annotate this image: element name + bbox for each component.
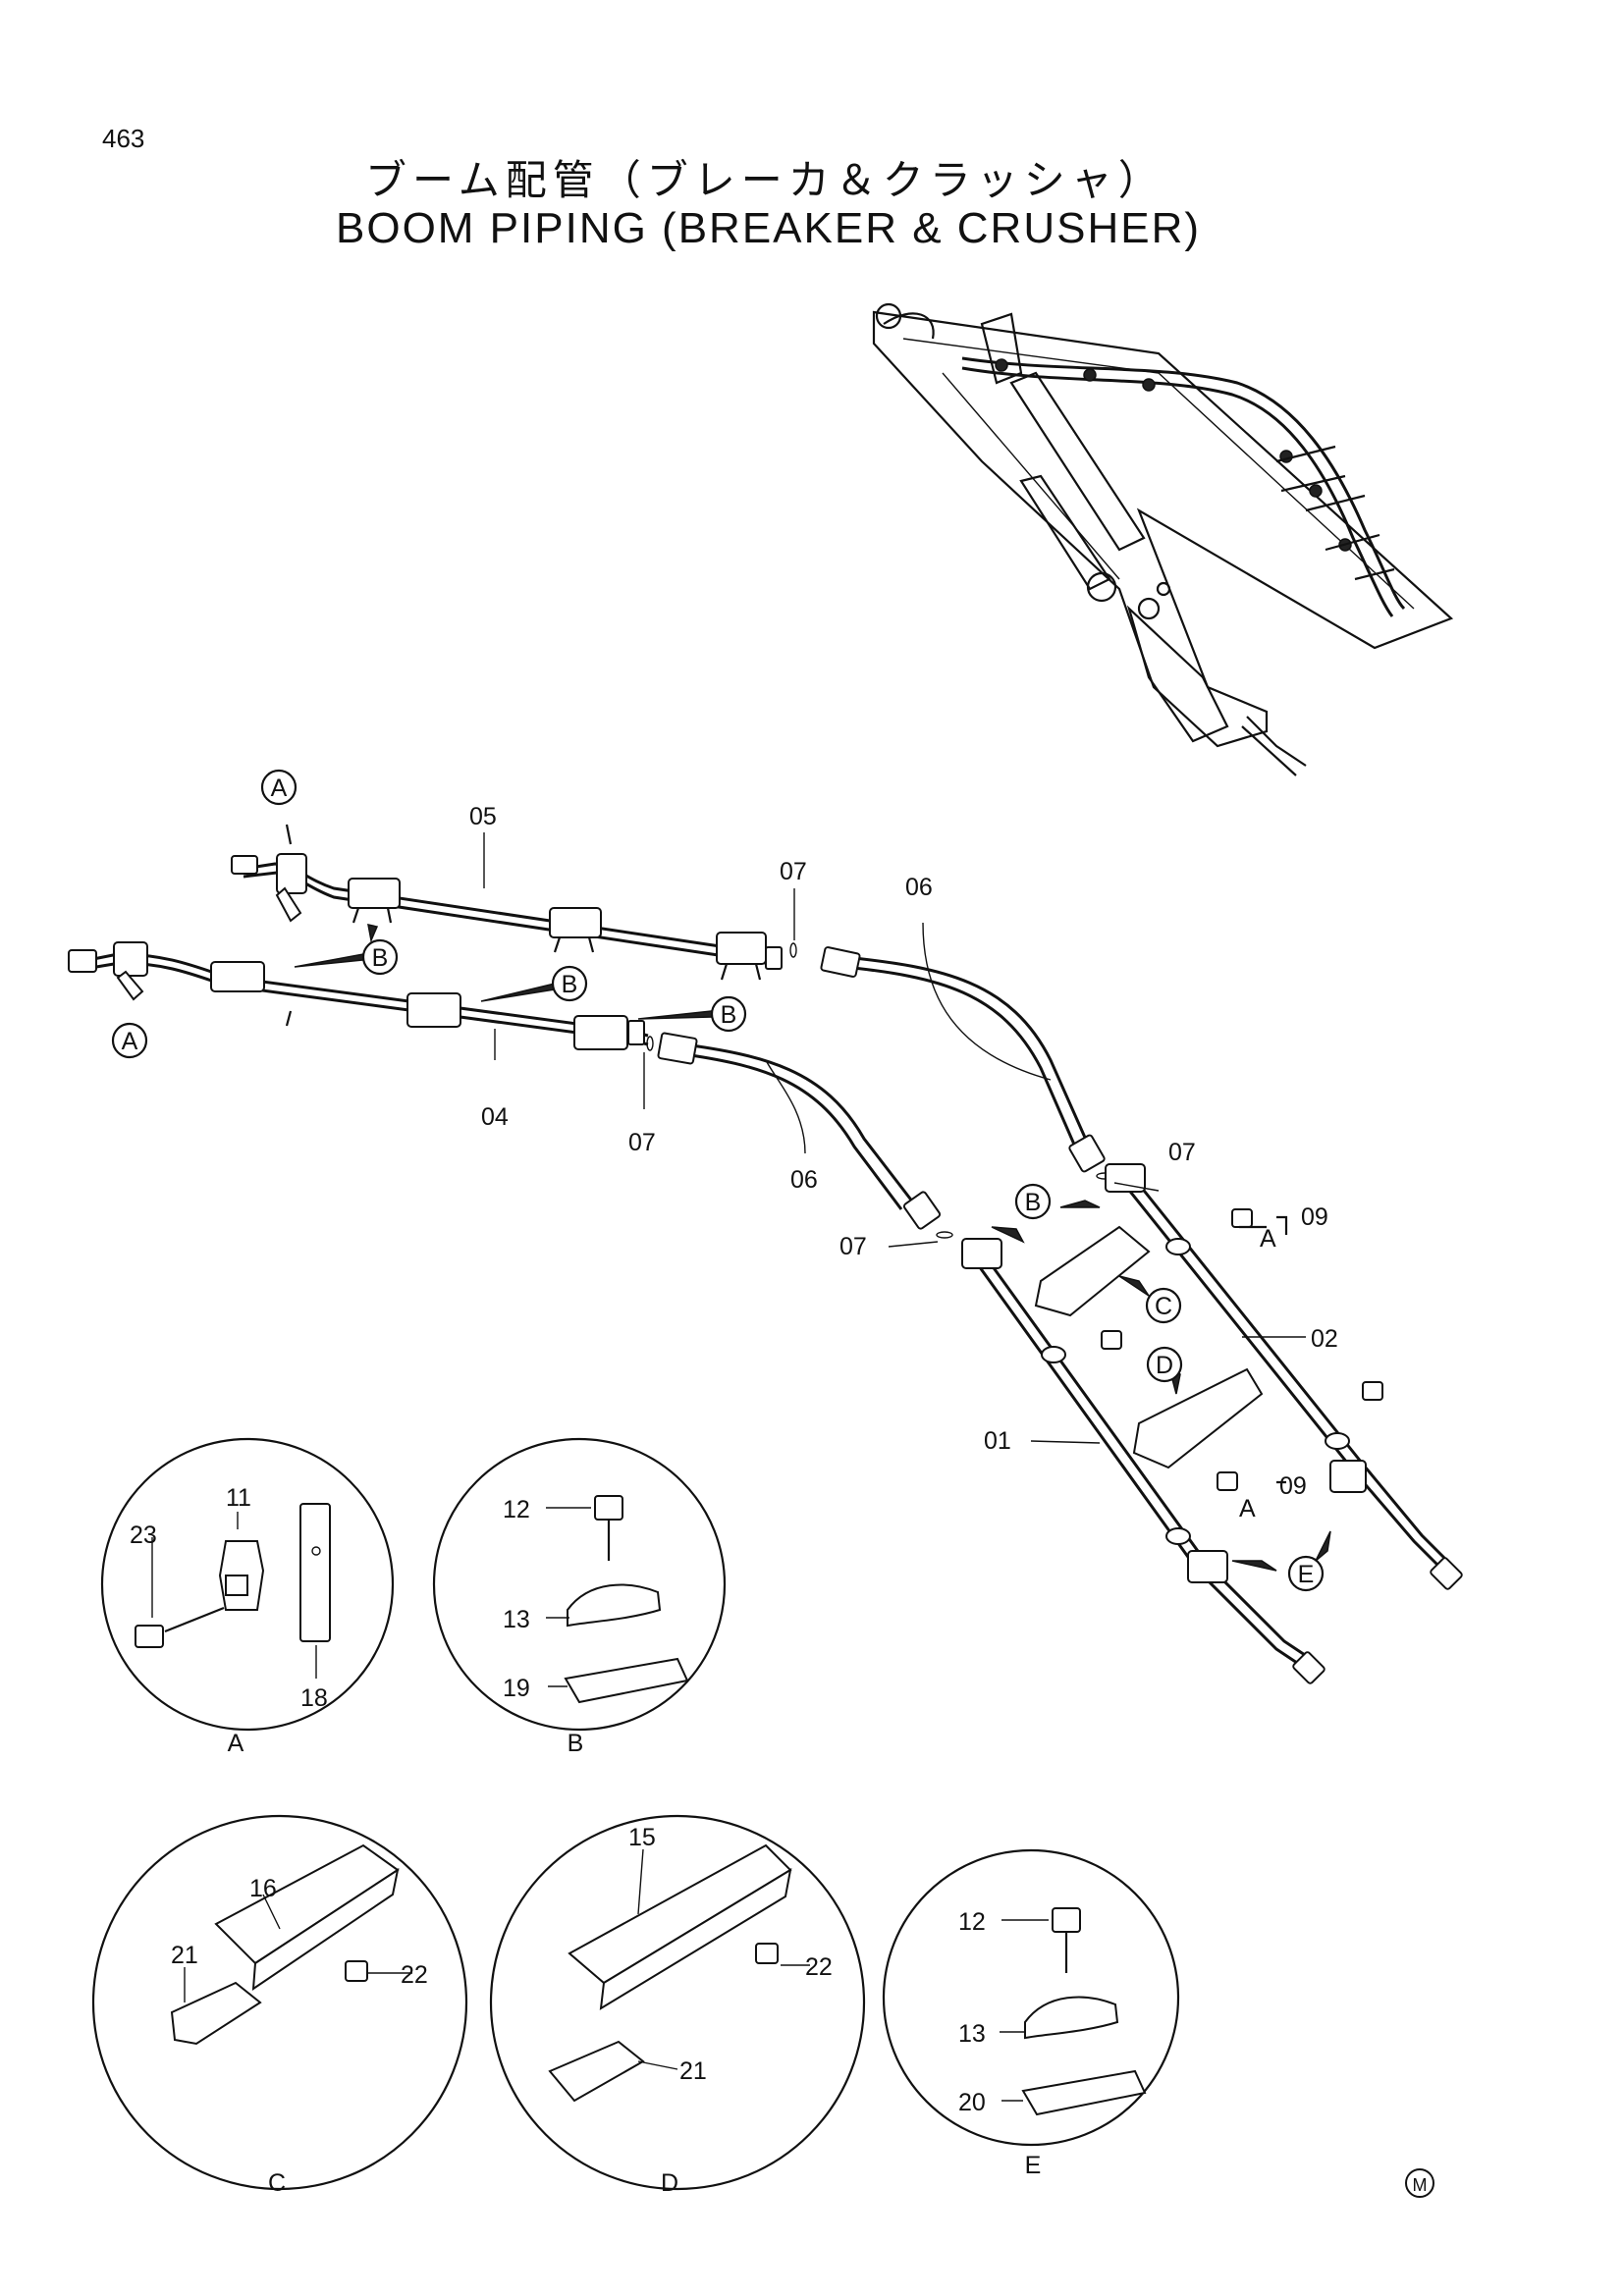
callout-a-lower: A <box>1239 1495 1256 1522</box>
svg-text:A: A <box>122 1028 138 1055</box>
detail-c-label: C <box>268 2169 286 2197</box>
detail-c: 16 21 22 C <box>91 1814 468 2197</box>
detail-e: 12 13 20 E <box>882 1848 1180 2179</box>
detail-b: 12 13 19 B <box>432 1437 727 1757</box>
callout-09-upper: 09 <box>1301 1203 1328 1231</box>
ref-bubble-c: C <box>1145 1287 1182 1324</box>
callout-15: 15 <box>628 1824 656 1851</box>
ref-bubble-d: D <box>1146 1346 1183 1383</box>
detail-a-label: A <box>228 1730 244 1757</box>
callout-21-d: 21 <box>679 2057 707 2085</box>
callout-07-c: 07 <box>1168 1139 1196 1166</box>
detail-a: 11 23 18 A <box>100 1437 395 1757</box>
ref-bubble-a-upper: A <box>260 769 298 806</box>
callout-21-c: 21 <box>171 1942 198 1969</box>
callout-13-e: 13 <box>958 2020 986 2048</box>
callout-12-e: 12 <box>958 1908 986 1936</box>
callout-19: 19 <box>503 1675 530 1702</box>
callout-18: 18 <box>300 1684 328 1712</box>
ref-bubble-b-4: B <box>1014 1183 1052 1220</box>
svg-text:M: M <box>1413 2175 1428 2195</box>
callout-01: 01 <box>984 1427 1011 1455</box>
callout-09-lower: 09 <box>1279 1472 1307 1500</box>
callout-22-d: 22 <box>805 1953 833 1981</box>
ref-bubble-e: E <box>1287 1555 1325 1592</box>
callout-06-upper: 06 <box>905 874 933 901</box>
main-piping-assembly <box>68 824 1463 1684</box>
callout-06-lower: 06 <box>790 1166 818 1194</box>
callout-20: 20 <box>958 2089 986 2116</box>
boom-overview-illustration <box>872 302 1454 776</box>
callout-a-upper: A <box>1260 1225 1276 1253</box>
detail-d-label: D <box>661 2169 678 2197</box>
callout-22-c: 22 <box>401 1961 428 1989</box>
title-japanese: ブーム配管（ブレーカ＆クラッシャ） <box>365 156 1165 204</box>
ref-bubble-a-lower: A <box>111 1022 148 1059</box>
detail-d: 15 22 21 D <box>489 1814 866 2197</box>
svg-text:C: C <box>1155 1293 1172 1320</box>
callout-05: 05 <box>469 803 497 830</box>
title-english: BOOM PIPING (BREAKER & CRUSHER) <box>336 204 1202 252</box>
detail-e-label: E <box>1025 2152 1042 2179</box>
svg-text:B: B <box>721 1001 737 1029</box>
callout-02: 02 <box>1311 1325 1338 1353</box>
callout-07-a: 07 <box>780 858 807 885</box>
callout-11: 11 <box>226 1484 251 1512</box>
callout-04: 04 <box>481 1103 509 1131</box>
svg-text:E: E <box>1298 1561 1315 1588</box>
ref-bubble-b-3: B <box>710 995 747 1033</box>
svg-text:B: B <box>562 971 578 998</box>
page-number: 463 <box>102 124 145 153</box>
ref-bubble-b-2: B <box>551 965 588 1002</box>
callout-07-d: 07 <box>839 1233 867 1260</box>
callout-16: 16 <box>249 1875 277 1902</box>
svg-text:A: A <box>271 774 288 802</box>
callout-13-b: 13 <box>503 1606 530 1633</box>
svg-text:D: D <box>1156 1352 1173 1379</box>
callout-23: 23 <box>130 1522 157 1549</box>
callout-12-b: 12 <box>503 1496 530 1523</box>
callout-07-b: 07 <box>628 1129 656 1156</box>
ref-bubble-b-1: B <box>361 938 399 976</box>
svg-text:B: B <box>372 944 389 972</box>
svg-text:B: B <box>1025 1189 1042 1216</box>
page-mark: M <box>1405 2168 1434 2198</box>
detail-b-label: B <box>568 1730 584 1757</box>
